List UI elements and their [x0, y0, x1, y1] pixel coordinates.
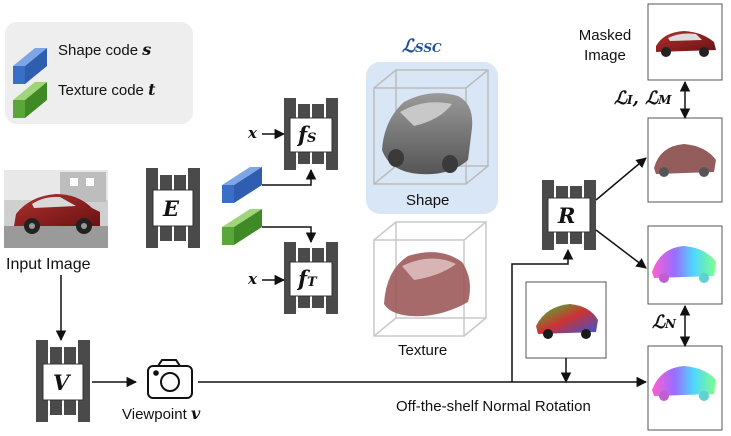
legend-shape-cube [13, 48, 47, 84]
encoder-symbol: E [163, 196, 180, 221]
shape-label: Shape [406, 192, 450, 209]
loss-i-symbol: ℒ [614, 88, 627, 109]
masked-image-line1: Masked [578, 27, 632, 44]
legend-texture-text: Texture code [58, 82, 144, 99]
legend-texture-cube [13, 82, 47, 118]
texture-fn-subscript: T [307, 275, 317, 290]
viewpoint-symbol: v [190, 404, 201, 423]
texture-fn-letter: f [298, 266, 308, 291]
loss-m-subscript: M [658, 93, 672, 107]
shape-code-arrow [262, 168, 317, 186]
texture-function-block [284, 242, 338, 314]
legend-shape-text: Shape code [58, 42, 139, 59]
loss-i-subscript: I [626, 93, 633, 107]
masked-image-label: Masked Image [570, 26, 640, 66]
loss-ssc-symbol: ℒ [402, 36, 415, 57]
encoder-block [146, 168, 200, 248]
shape-fn-letter: f [298, 122, 308, 147]
viewpoint-network-block [36, 340, 90, 422]
shape-car-mesh [382, 93, 473, 175]
texture-wireframe-box [373, 221, 487, 337]
loss-ssc: ℒSSC [402, 36, 442, 57]
rendered-image-thumbnail [647, 117, 723, 203]
viewpoint-text: Viewpoint [122, 406, 187, 423]
normal-rotation-thumbnail [525, 281, 607, 359]
loss-m-symbol: , ℒ [632, 88, 659, 109]
shape-fn-subscript: S [307, 131, 317, 146]
normal-rotation-label: Off-the-shelf Normal Rotation [396, 398, 591, 415]
legend-texture-symbol: t [148, 80, 156, 99]
input-image-thumbnail [4, 170, 108, 248]
camera-icon [147, 359, 193, 399]
viewpoint-label: Viewpoint v [122, 404, 200, 423]
texture-code-cube [222, 209, 262, 245]
texture-code-arrow [262, 226, 317, 244]
loss-n-symbol: ℒ [652, 312, 665, 333]
texture-car-blob [384, 252, 470, 317]
loss-n-subscript: N [664, 317, 676, 331]
masked-image-line2: Image [584, 47, 626, 64]
legend-shape-label: Shape code s [58, 40, 151, 59]
viewpoint-net-symbol: V [53, 370, 70, 395]
shape-code-cube [222, 167, 262, 203]
input-image-label: Input Image [6, 256, 91, 273]
rendered-normal-thumbnail [647, 225, 723, 305]
texture-function-symbol: fT [298, 266, 317, 291]
target-normal-thumbnail [647, 345, 723, 431]
loss-image-mask: ℒI, ℒM [614, 88, 671, 109]
legend-panel [5, 22, 193, 124]
legend-texture-label: Texture code t [58, 80, 155, 99]
viewpoint-to-renderer-arrow [511, 248, 574, 382]
renderer-to-normal-arrow [595, 229, 647, 269]
shape-function-block [284, 98, 338, 170]
renderer-to-image-arrow [595, 157, 647, 201]
shape-query-x: x [248, 124, 257, 142]
texture-query-x: x [248, 270, 257, 288]
loss-ssc-subscript: SSC [414, 41, 442, 55]
masked-image-thumbnail [647, 3, 723, 81]
renderer-symbol: R [558, 203, 576, 228]
texture-label: Texture [398, 342, 448, 359]
shape-function-symbol: fS [298, 122, 316, 147]
loss-normal: ℒN [652, 312, 676, 333]
renderer-block [542, 180, 596, 250]
legend-shape-symbol: s [142, 40, 152, 59]
